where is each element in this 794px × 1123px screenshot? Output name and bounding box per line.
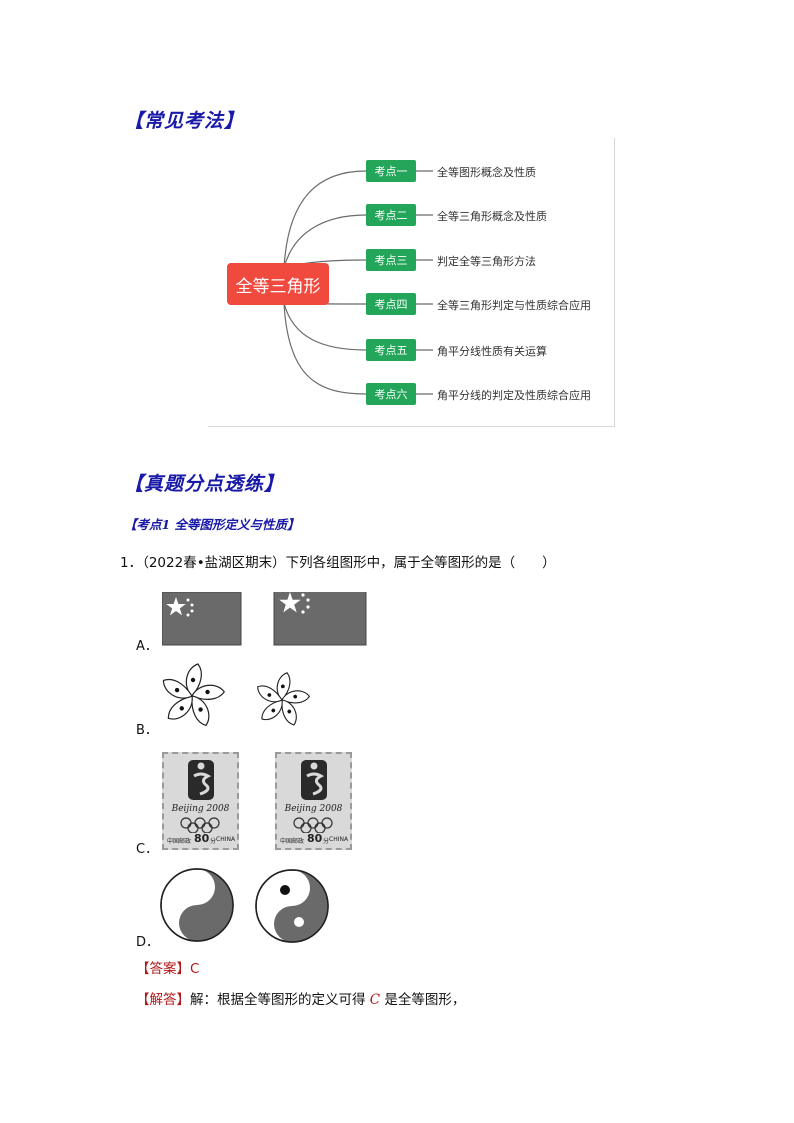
olympic-rings-icon (180, 817, 220, 833)
stamp-right-unit: 分 (323, 838, 330, 845)
mindmap-node-2-label: 考点二 (366, 204, 416, 226)
stamp-right-value: 80 (307, 832, 323, 845)
option-d-label: D． (136, 935, 160, 950)
question-number: 1． (120, 555, 143, 571)
question-source: （2022春•盐湖区期末） (142, 555, 286, 571)
explanation-post: 是全等图形， (380, 992, 466, 1008)
explanation-var: C (369, 992, 381, 1008)
beijing-2008-stamp-pair-icon: Beijing 2008 中国邮政 80 分 CHINA Beijing 200… (162, 752, 362, 852)
mindmap-node-6-label: 考点六 (366, 383, 416, 405)
stamp-right: Beijing 2008 中国邮政 80 分 CHINA (275, 752, 352, 850)
stamp-left-unit: 分 (210, 838, 217, 845)
bauhinia-figures (162, 663, 311, 727)
stamp-left: Beijing 2008 中国邮政 80 分 CHINA (162, 752, 239, 850)
mindmap-node-3-text: 判定全等三角形方法 (437, 255, 536, 268)
mindmap-node-6-text: 角平分线的判定及性质综合应用 (437, 389, 591, 402)
mindmap-node-4-label: 考点四 (366, 293, 416, 315)
section-heading-practice: 【真题分点透练】 (124, 473, 285, 495)
option-a-label: A． (136, 639, 158, 654)
flag-figures (161, 585, 367, 646)
mindmap-node-2-text: 全等三角形概念及性质 (437, 210, 547, 223)
explanation-tag: 【解答】 (136, 992, 190, 1008)
yin-yang-pair-icon (160, 868, 360, 950)
mindmap-node-1-label: 考点一 (366, 160, 416, 182)
mindmap-node-5-text: 角平分线性质有关运算 (437, 345, 547, 358)
stamp-right-china: CHINA (329, 836, 349, 843)
yin-yang-figures (160, 868, 329, 943)
bauhinia-flower-pair-icon (158, 660, 318, 736)
mindmap-panel: 全等三角形 考点一 全等图形概念及性质 考点二 全等三角形概念及性质 考点三 判… (208, 138, 615, 427)
answer-line: 【答案】C (136, 957, 199, 977)
stamp-left-country: 中国邮政 (167, 838, 192, 845)
stamp-right-city: Beijing 2008 (284, 804, 343, 814)
mindmap-node-3-label: 考点三 (366, 249, 416, 271)
answer-value: C (190, 961, 200, 977)
topic-heading-kaodian-1: 【考点1 全等图形定义与性质】 (124, 517, 300, 532)
olympic-rings-icon (293, 817, 333, 833)
explanation-pre: 解：根据全等图形的定义可得 (190, 992, 370, 1008)
mindmap-node-5-label: 考点五 (366, 339, 416, 361)
option-c-label: C． (136, 842, 159, 857)
option-b-label: B． (136, 723, 158, 738)
section-heading-common-methods: 【常见考法】 (124, 110, 245, 132)
stamp-left-city: Beijing 2008 (171, 804, 230, 814)
question-stem: 下列各组图形中，属于全等图形的是（ ） (285, 555, 556, 571)
olympic-emblem-icon (188, 760, 214, 800)
stamp-left-china: CHINA (216, 836, 236, 843)
china-flag-pair-icon (161, 585, 372, 652)
stamp-right-country: 中国邮政 (280, 838, 305, 845)
olympic-emblem-icon (301, 760, 327, 800)
question-1: 1．（2022春•盐湖区期末）下列各组图形中，属于全等图形的是（ ） (120, 551, 556, 571)
mindmap-root: 全等三角形 (227, 263, 329, 305)
stamp-left-value: 80 (194, 832, 210, 845)
mindmap-node-1-text: 全等图形概念及性质 (437, 166, 536, 179)
explanation-line: 【解答】解：根据全等图形的定义可得 C 是全等图形， (136, 988, 465, 1008)
answer-tag: 【答案】 (136, 961, 190, 977)
mindmap-node-4-text: 全等三角形判定与性质综合应用 (437, 299, 591, 312)
